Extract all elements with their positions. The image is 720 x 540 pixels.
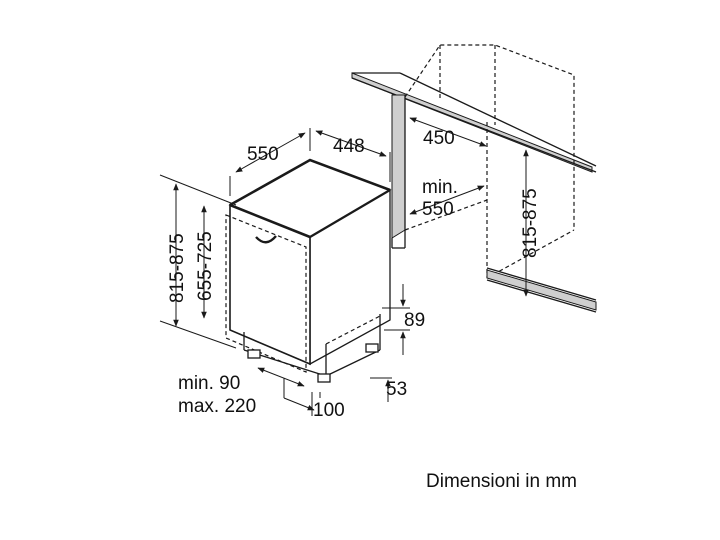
label-height-total: 815-875	[167, 233, 188, 303]
label-width: 448	[333, 136, 365, 157]
foot-front-left	[247, 349, 261, 359]
label-niche-width: 450	[423, 128, 455, 149]
dim-door-gap: min. 90 max. 220 100	[178, 367, 345, 421]
niche-floor	[486, 269, 597, 311]
dim-niche-width: 450	[409, 117, 487, 149]
foot-back-right	[365, 343, 379, 353]
niche-side-panel	[391, 94, 406, 239]
units-caption: Dimensioni in mm	[426, 471, 577, 492]
label-niche-depth-val: 550	[422, 199, 454, 220]
dim-height-body: 655-725	[195, 205, 216, 319]
dim-niche-height: 815-875	[520, 149, 541, 297]
dishwasher-body	[225, 158, 392, 383]
dim-depth: 550	[229, 128, 311, 196]
dim-width: 448	[315, 130, 391, 182]
label-height-body: 655-725	[195, 231, 216, 301]
label-depth: 550	[247, 144, 279, 165]
label-niche-depth-min: min.	[422, 177, 458, 198]
label-foot-height: 53	[386, 379, 407, 400]
dim-niche-depth: min. 550	[409, 177, 485, 220]
door-handle	[255, 235, 277, 244]
label-door-gap-min: min. 90	[178, 373, 240, 394]
dim-height-total: 815-875	[159, 174, 237, 349]
label-niche-height: 815-875	[520, 188, 541, 258]
dim-plinth: 89 53	[370, 284, 425, 402]
label-door-gap-max: max. 220	[178, 396, 256, 417]
foot-front-right	[317, 373, 331, 383]
label-foot-offset: 100	[313, 400, 345, 421]
label-plinth-height: 89	[404, 310, 425, 331]
